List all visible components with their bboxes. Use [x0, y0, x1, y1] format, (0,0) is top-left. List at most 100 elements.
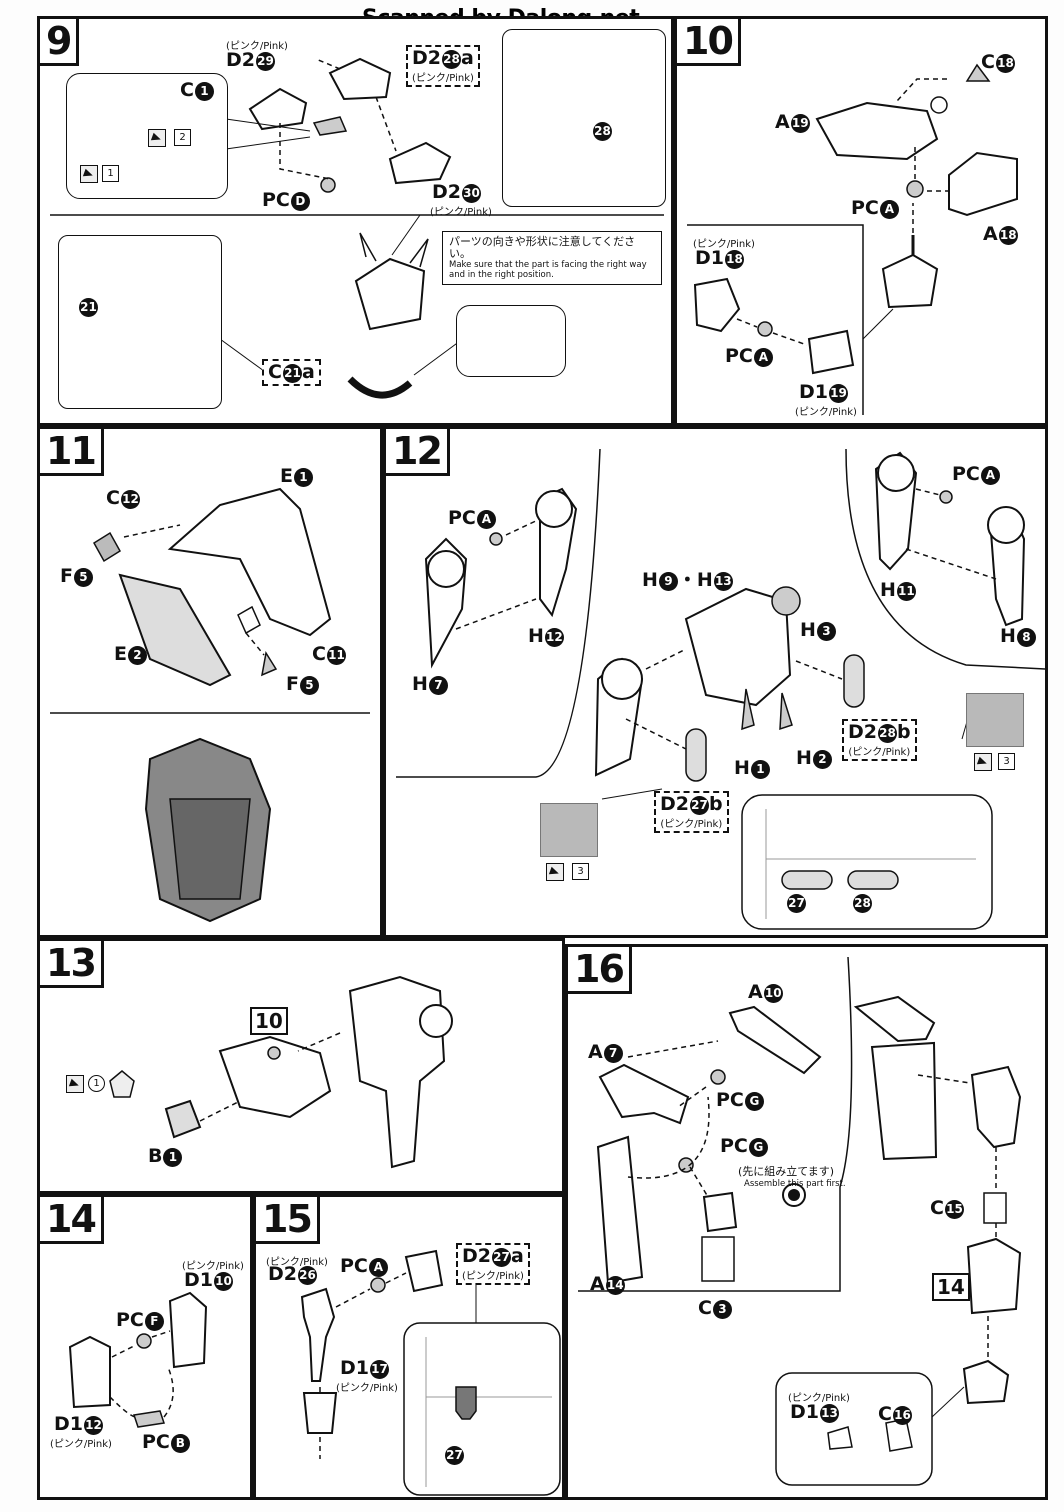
step-10-number: 10: [677, 19, 741, 66]
step-16-number: 16: [568, 947, 632, 994]
step-13-number: 13: [40, 941, 104, 988]
assemble-first-en: Assemble this part first.: [744, 1179, 846, 1189]
step-9-panel: 9: [37, 16, 674, 426]
label-d110-sub: (ピンク/Pink): [182, 1261, 244, 1272]
runner-num-27: 27: [786, 891, 806, 913]
runner-num-21: 21: [78, 295, 98, 317]
decal-number-1-round: 1: [88, 1075, 105, 1092]
label-d230-sub: (ピンク/Pink): [430, 207, 492, 218]
step-15-number: 15: [256, 1197, 320, 1244]
label-d119-sub: (ピンク/Pink): [795, 407, 857, 418]
step-16-drawing: [578, 956, 1022, 1486]
label-d226-sub: (ピンク/Pink): [266, 1257, 328, 1268]
step-9-runner-28: [502, 29, 666, 207]
sticker-gray-patch: [966, 693, 1024, 747]
label-d112-sub: (ピンク/Pink): [50, 1439, 112, 1450]
runner-num-28: 28: [852, 891, 872, 913]
decal-icon: [66, 1075, 84, 1093]
orientation-note-en: Make sure that the part is facing the ri…: [449, 260, 647, 280]
step-10-drawing: [687, 63, 1018, 415]
decal-number-1: 1: [102, 165, 119, 182]
orientation-note: パーツの向きや形状に注意してください。 Make sure that the p…: [442, 231, 662, 285]
label-d229-sub: (ピンク/Pink): [226, 41, 288, 52]
assemble-first-jp: (先に組み立てます): [738, 1165, 835, 1178]
step-13-drawing: [109, 975, 453, 1169]
step-12-drawing: [396, 448, 1045, 930]
step-12-number: 12: [386, 429, 450, 476]
step-14-drawing: [68, 1291, 208, 1428]
label-d118-sub: (ピンク/Pink): [693, 239, 755, 250]
decal-icon: [80, 165, 98, 183]
runner-num-28: 28: [592, 119, 612, 141]
decal-icon: [148, 129, 166, 147]
label-d113-sub: (ピンク/Pink): [788, 1393, 850, 1404]
step-11-drawing: [50, 487, 370, 923]
step-ref-10: 10: [250, 1007, 288, 1035]
decal-number-2: 2: [174, 129, 191, 146]
label-d117-sub: (ピンク/Pink): [336, 1383, 398, 1394]
step-9-runner-21: [58, 235, 222, 409]
step-12-panel: 12: [383, 426, 1048, 938]
sticker-gray-patch: [540, 803, 598, 857]
runner-num-27: 27: [444, 1443, 464, 1465]
decal-icon: [974, 753, 992, 771]
step-9-number: 9: [40, 19, 80, 66]
orientation-note-jp: パーツの向きや形状に注意してください。: [449, 235, 636, 260]
decal-number-3b: 3: [572, 863, 589, 880]
step-ref-14: 14: [932, 1273, 970, 1301]
step-14-number: 14: [40, 1197, 104, 1244]
decal-icon: [546, 863, 564, 881]
decal-number-3a: 3: [998, 753, 1015, 770]
step-11-number: 11: [40, 429, 104, 476]
